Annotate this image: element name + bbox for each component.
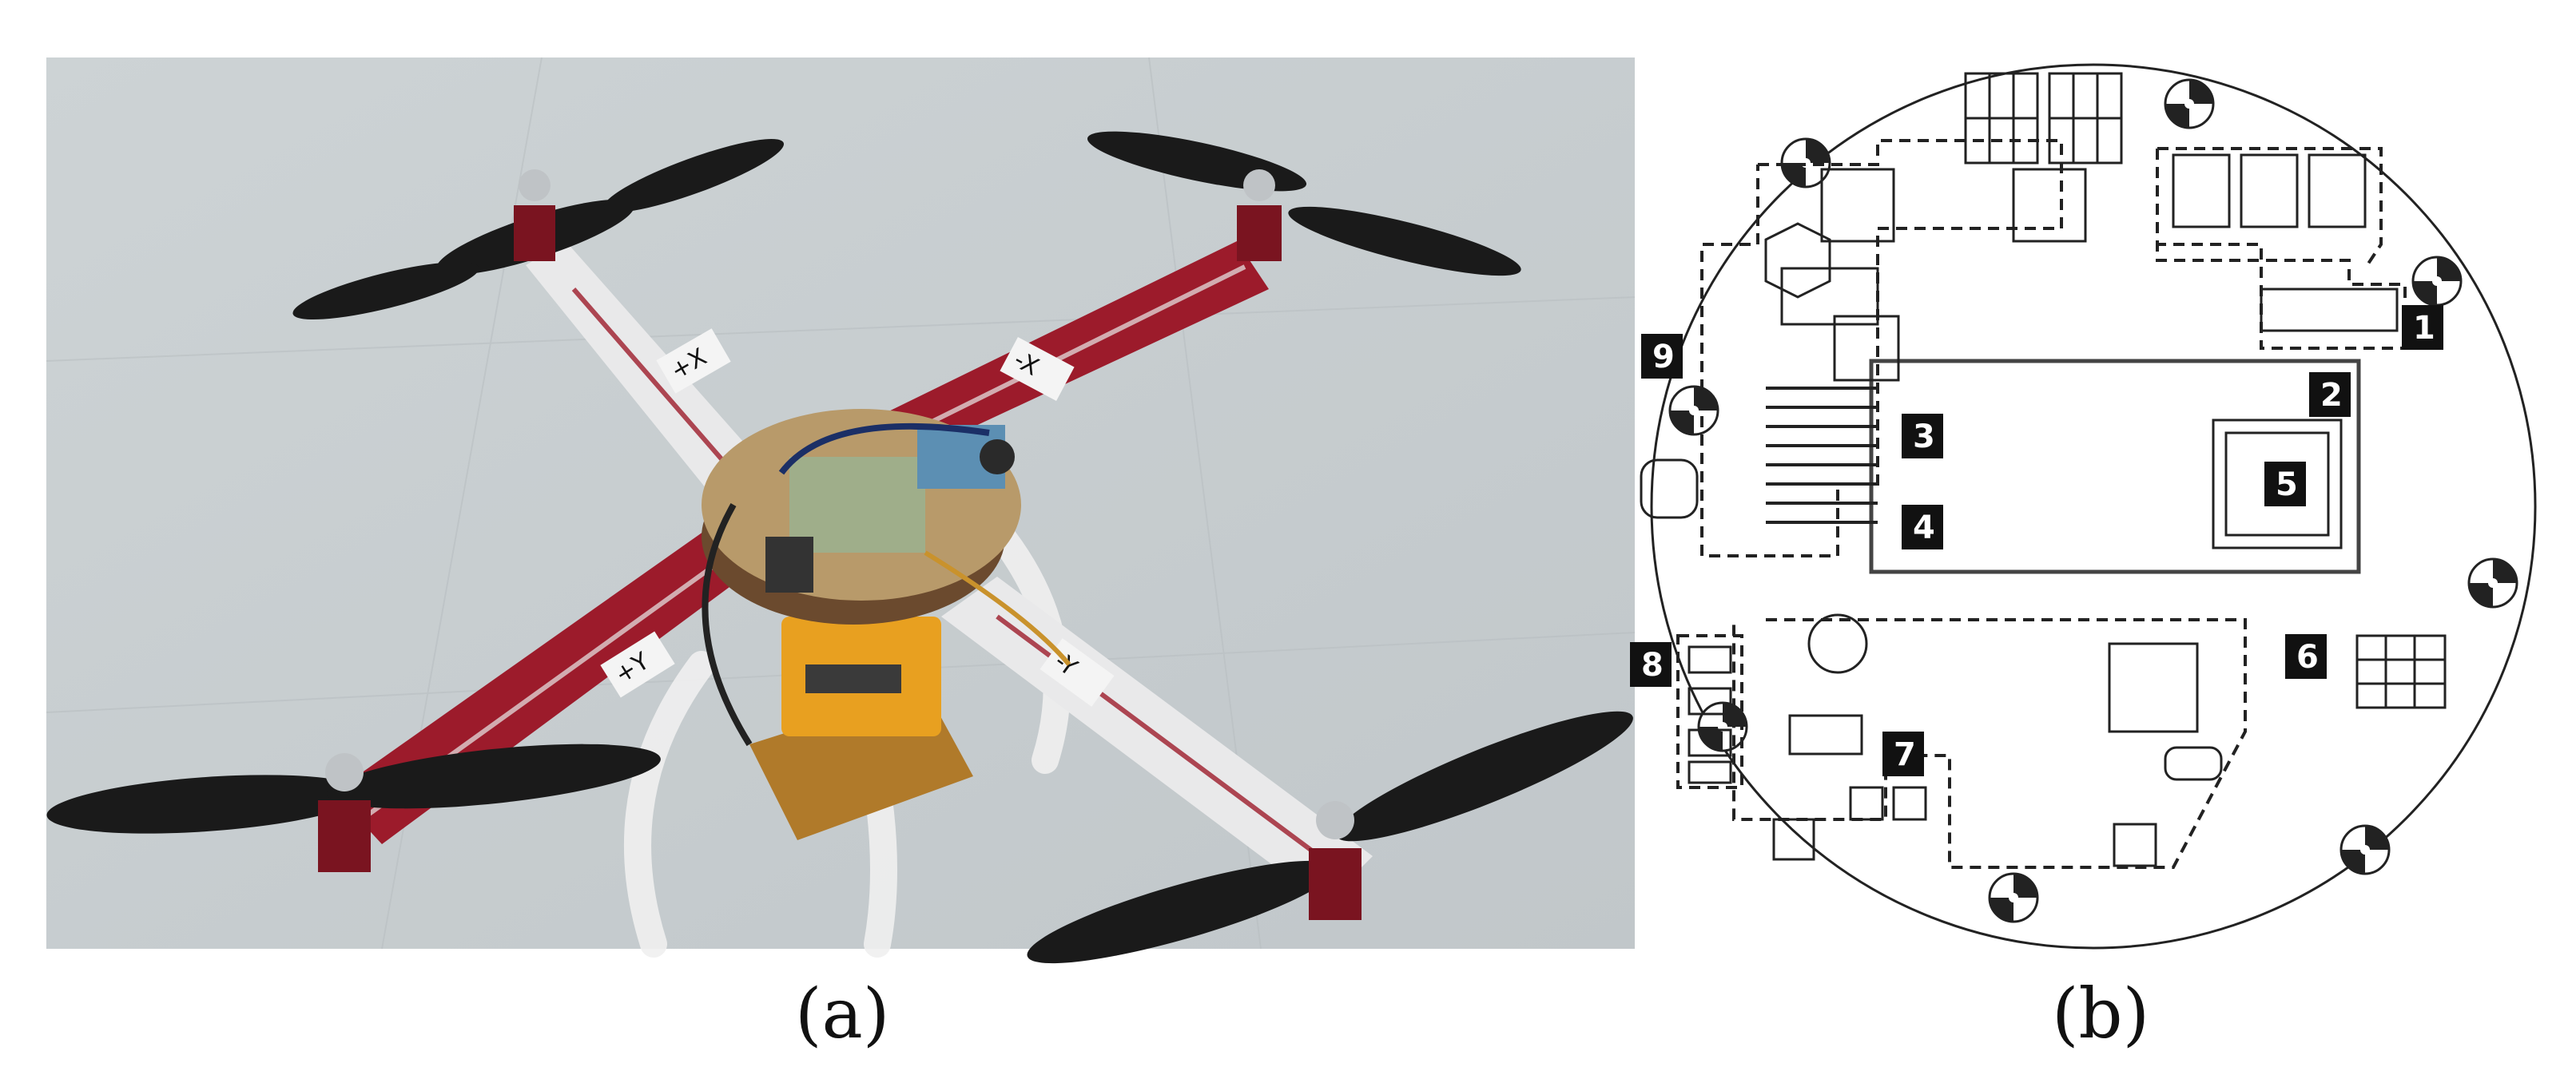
callout-6-label: 6 [2296,639,2319,676]
mcu-module [2212,418,2343,549]
callout-1-label: 1 [2413,310,2435,347]
callout-6: 6 [2285,634,2327,679]
pcb-diagram: 1 2 3 4 5 6 7 8 9 [1630,53,2549,960]
callout-5: 5 [2264,462,2306,506]
callouts: 1 2 3 4 5 6 7 8 9 [1630,305,2443,776]
callout-8: 8 [1630,642,1672,687]
region-6-outline [1732,618,2247,869]
region-8-outline [1676,634,1743,789]
motor-rear-left [46,744,661,872]
header-pins [1766,387,1878,524]
callout-4-label: 4 [1913,510,1935,546]
callout-5-label: 5 [2276,466,2298,503]
callout-3: 3 [1902,414,1943,458]
region-9-outline [1700,139,2063,557]
processor-area [1772,613,2223,867]
drone-photo: +X -X +Y -Y [46,57,1636,964]
caption-b: (b) [2052,974,2150,1054]
callout-9: 9 [1641,334,1683,379]
callout-2-label: 2 [2320,377,2343,414]
callout-7-label: 7 [1894,736,1916,773]
right-header [2355,634,2447,709]
caption-a: (a) [795,974,890,1054]
power-components [1640,168,2087,519]
battery-pack [749,617,973,840]
motor-front-right [1087,131,1521,276]
motor-rear-right [1027,711,1633,964]
top-headers [1964,72,2123,165]
callout-3-label: 3 [1913,418,1935,455]
flight-controller-stack [702,409,1071,747]
jst-connectors [2172,153,2399,332]
callout-8-label: 8 [1641,647,1664,684]
board-outline [1650,63,2537,950]
mounting-holes [1668,78,2518,923]
callout-4: 4 [1902,505,1943,549]
callout-7: 7 [1882,732,1924,776]
callout-2: 2 [2309,372,2351,417]
motor-front-left [292,139,785,320]
region-1-outline [2156,147,2407,350]
callout-9-label: 9 [1652,339,1675,375]
servo-headers [1688,645,1732,784]
callout-1: 1 [2402,305,2443,350]
